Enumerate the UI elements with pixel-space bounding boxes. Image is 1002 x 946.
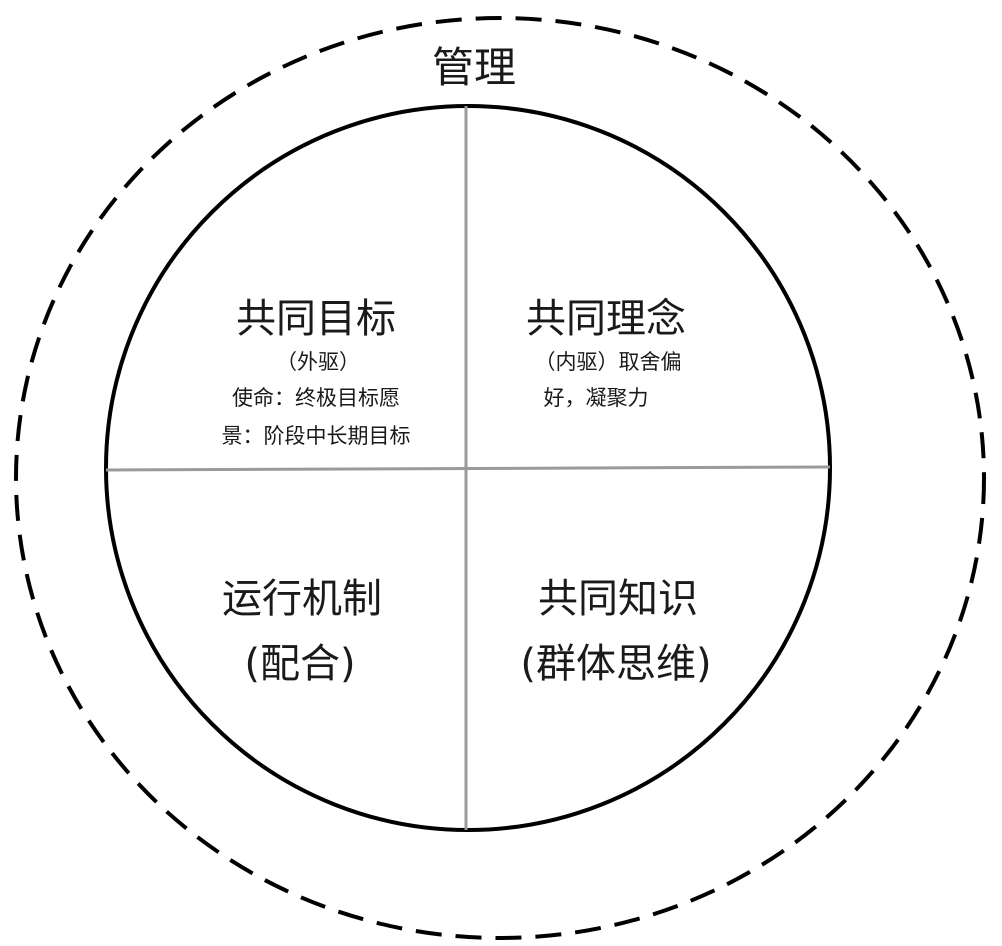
outer-label: 管理 [432,43,516,92]
quadrant-title: 共同理念 [526,296,686,342]
quadrant-line: 好，凝聚力 [544,386,649,410]
quadrant-title: 共同目标 [236,296,396,342]
quadrant-line: (配合) [244,641,355,687]
quadrant-line: （外驱） [276,350,360,374]
quadrant-top-right: 共同理念 （内驱）取舍偏 好，凝聚力 [526,296,686,410]
quadrant-line: （内驱）取舍偏 [535,350,682,374]
outer-dashed-circle [14,16,986,940]
quadrant-title: 运行机制 [222,576,382,622]
quadrant-title: 共同知识 [538,576,698,622]
quadrant-line: (群体思维) [520,641,711,687]
horizontal-divider [105,465,831,472]
quadrant-bottom-left: 运行机制 (配合) [222,576,382,687]
quadrant-line: 使命：终极目标愿 [232,386,400,410]
quadrant-top-left: 共同目标 （外驱） 使命：终极目标愿 景：阶段中长期目标 [222,296,411,448]
quadrant-bottom-right: 共同知识 (群体思维) [520,576,711,687]
quadrant-line: 景：阶段中长期目标 [222,424,411,448]
